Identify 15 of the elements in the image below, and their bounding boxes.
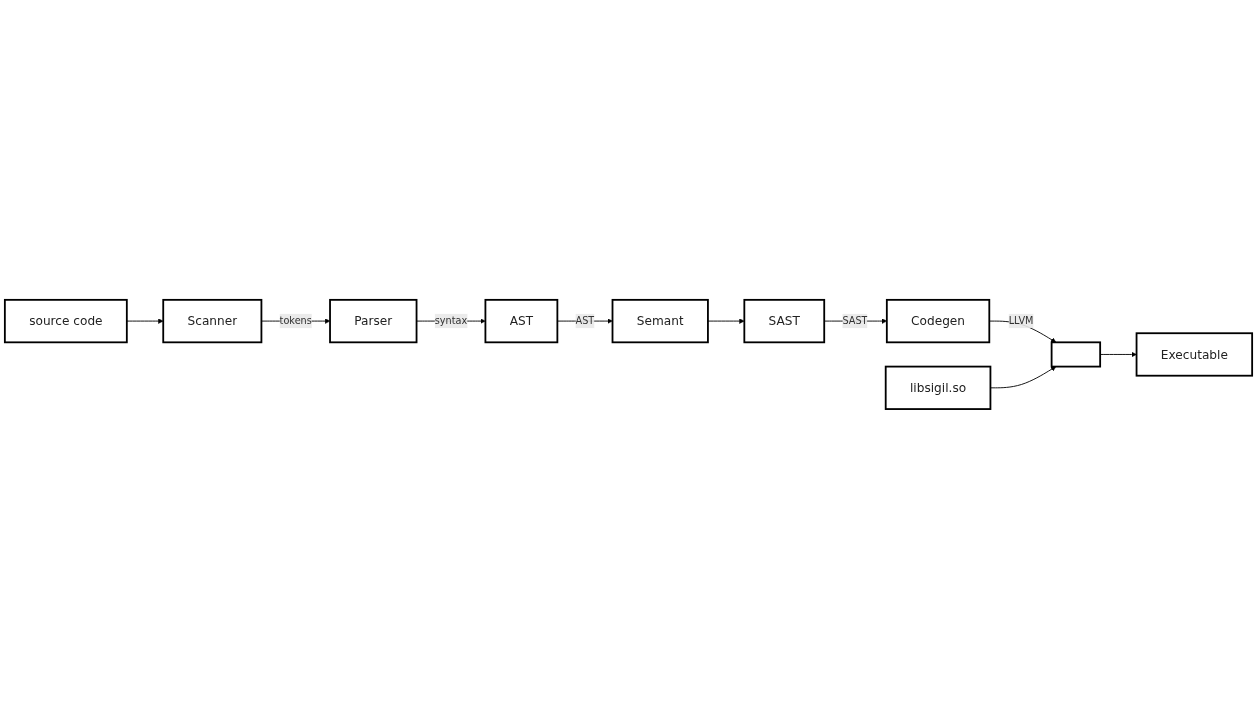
node-box: libsigil.so — [884, 365, 992, 410]
edge-label: tokens — [279, 314, 312, 327]
node-box: Parser — [329, 298, 418, 343]
edge-label: syntax — [434, 314, 468, 327]
node-box: Semant — [611, 298, 709, 343]
node-box: Executable — [1135, 331, 1254, 377]
node-box: Codegen — [885, 298, 991, 343]
node-box: Scanner — [162, 298, 263, 343]
edge-label: SAST — [842, 314, 868, 327]
node-box: AST — [484, 298, 559, 343]
edge-label: AST — [575, 314, 595, 327]
node-box: source code — [3, 298, 128, 343]
node-box: SAST — [743, 298, 826, 343]
node-box — [1050, 340, 1102, 368]
edge-label: LLVM — [1008, 314, 1034, 327]
